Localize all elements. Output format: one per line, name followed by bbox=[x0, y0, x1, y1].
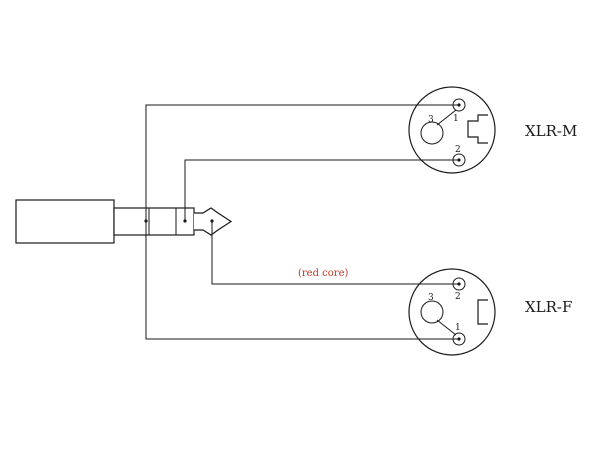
wires bbox=[144, 103, 461, 341]
xlr-male-connector: 1 2 3 XLR-M bbox=[408, 86, 577, 174]
xlr-female-connector: 2 1 3 XLR-F bbox=[408, 268, 572, 356]
xlr-female-body bbox=[408, 268, 496, 356]
xlr-female-pin-2-dot bbox=[457, 282, 461, 286]
xlr-male-pin-3-number: 3 bbox=[428, 115, 434, 125]
xlr-female-pin-3 bbox=[420, 300, 444, 324]
red-core-note: (red core) bbox=[298, 268, 348, 279]
xlr-female-label: XLR-F bbox=[525, 298, 572, 316]
xlr-male-label: XLR-M bbox=[525, 122, 577, 140]
tip-contact-dot bbox=[210, 219, 214, 223]
xlr-male-jumper-3-1 bbox=[436, 109, 457, 126]
xlr-male-pin-2-dot bbox=[457, 158, 461, 162]
xlr-female-pin-3-number: 3 bbox=[428, 293, 434, 303]
xlr-male-pin-2-number: 2 bbox=[455, 145, 461, 155]
xlr-female-pin-1-number: 1 bbox=[455, 323, 461, 333]
xlr-male-key-notch bbox=[467, 114, 488, 144]
trs-plug-sleeve bbox=[113, 207, 195, 236]
xlr-female-pin-1-dot bbox=[457, 337, 461, 341]
xlr-male-pin-3 bbox=[420, 121, 444, 145]
xlr-male-pin-1-number: 1 bbox=[453, 114, 459, 124]
trs-plug-body bbox=[15, 199, 115, 244]
wire-tip-to-xlr-f-pin2 bbox=[211, 221, 459, 285]
xlr-female-jumper-3-1 bbox=[436, 319, 457, 336]
trs-plug bbox=[15, 199, 233, 244]
wire-ring-to-xlr-m-pin2 bbox=[184, 159, 459, 221]
xlr-female-key-notch bbox=[477, 299, 488, 325]
xlr-male-pin-1-dot bbox=[457, 103, 461, 107]
ring-contact-dot bbox=[183, 219, 187, 223]
xlr-male-body bbox=[408, 86, 496, 174]
xlr-female-pin-2-number: 2 bbox=[455, 292, 461, 302]
sleeve-contact-dot bbox=[144, 219, 148, 223]
